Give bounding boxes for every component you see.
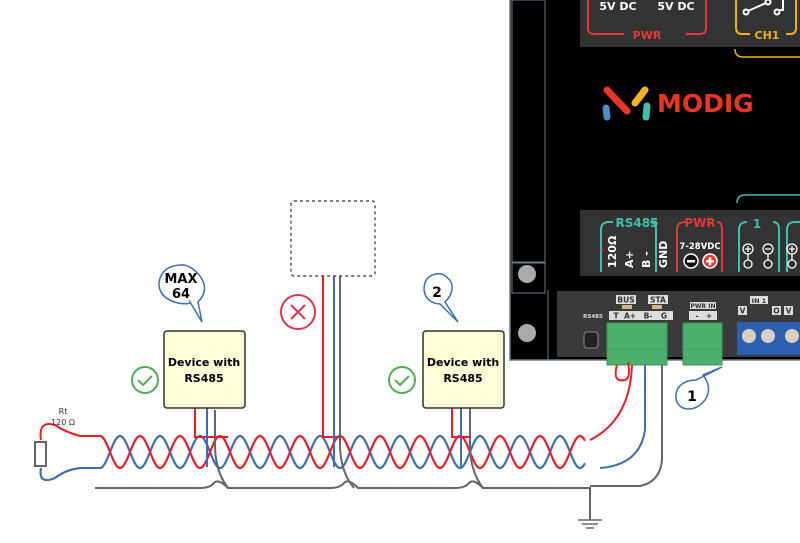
device-2-label-2: RS485 <box>443 372 482 385</box>
pin-a-plus: A+ <box>623 250 636 268</box>
callout-1: 1 <box>687 389 697 405</box>
pin-gnd: GND <box>657 241 670 268</box>
power-green-terminal <box>682 322 723 366</box>
logo-text: MODIG <box>657 89 754 118</box>
pcb-pin-t: T <box>613 312 619 321</box>
top-channel-block: CH1 <box>734 0 800 58</box>
modig-logo: MODIG <box>602 86 754 121</box>
device-1-label-1: Device with <box>168 356 240 369</box>
bus-led-label: BUS <box>617 296 634 305</box>
mounting-hole <box>518 324 536 342</box>
device-1-label-2: RS485 <box>184 372 223 385</box>
callout-64: 64 <box>172 287 190 302</box>
pcb-rs485-label: RS485 <box>583 314 603 320</box>
bus-led <box>622 305 632 309</box>
terminator-name: Rt <box>59 407 68 416</box>
ground-icon <box>578 519 602 529</box>
pcb-rs485-header: BUS STA RS485 T A+ B- G PWR IN - + IN 1 … <box>583 295 793 321</box>
ch1-label: CH1 <box>755 29 780 42</box>
rs485-green-terminal <box>606 322 668 366</box>
board-callout: 1 <box>675 366 723 410</box>
device-1: Device with RS485 MAX 64 <box>131 264 246 409</box>
device-2: Device with RS485 2 <box>388 272 505 409</box>
check-circle-icon <box>131 366 159 394</box>
controller-board: 5V DC 5V DC PWR CH1 MODIG <box>509 0 800 366</box>
top-5vdc-right: 5V DC <box>657 0 694 13</box>
resistor-icon <box>34 441 47 467</box>
check-circle-icon <box>388 366 416 394</box>
pin-b-minus: B - <box>640 251 653 268</box>
pcb-pin-g: G <box>661 312 667 321</box>
logo-icon <box>602 86 651 121</box>
wire-a <box>99 434 586 470</box>
rs485-terminal-block: RS485 120Ω A+ B - GND <box>600 216 670 272</box>
in1-o: O <box>773 307 779 316</box>
sta-led <box>652 305 662 309</box>
pwr-in-minus: - <box>695 312 698 321</box>
callout-max: MAX <box>164 272 197 287</box>
pcb-pin-b: B- <box>644 312 653 321</box>
pwr-title: PWR <box>684 216 715 230</box>
power-terminal-block: PWR 7-28VDC <box>676 216 723 272</box>
sta-led-label: STA <box>650 296 666 305</box>
invalid-stub-device <box>280 200 376 330</box>
pin-120ohm: 120Ω <box>606 235 619 268</box>
ground-wire <box>95 275 663 529</box>
device-2-callout: 2 <box>423 272 459 323</box>
callout-2: 2 <box>432 285 442 301</box>
svg-text:V: V <box>786 307 792 316</box>
relay-icon <box>742 0 784 16</box>
pwr-in-label: PWR IN <box>691 303 716 310</box>
channel-1-label: 1 <box>753 217 761 231</box>
device-2-label-1: Device with <box>427 356 499 369</box>
terminator-value: 120 Ω <box>51 418 75 427</box>
channel-1-terminal-block: 1 <box>738 217 800 272</box>
mounting-hole <box>518 265 536 283</box>
max-devices-callout: MAX 64 <box>158 264 206 323</box>
top-5vdc-left: 5V DC <box>599 0 636 13</box>
x-circle-icon <box>280 294 316 330</box>
stub-wires <box>194 276 646 469</box>
top-pwr-label: PWR <box>633 29 662 42</box>
pcb-pin-a: A+ <box>624 312 636 321</box>
top-power-block: 5V DC 5V DC PWR <box>587 0 707 42</box>
reset-button <box>583 331 599 349</box>
pwr-in-plus: + <box>706 312 712 321</box>
rs485-title: RS485 <box>616 216 659 230</box>
terminator-resistor: Rt 120 Ω <box>34 407 100 481</box>
pwr-range: 7-28VDC <box>679 242 720 252</box>
in1-v: V <box>740 307 746 316</box>
in1-label: IN 1 <box>752 297 767 305</box>
